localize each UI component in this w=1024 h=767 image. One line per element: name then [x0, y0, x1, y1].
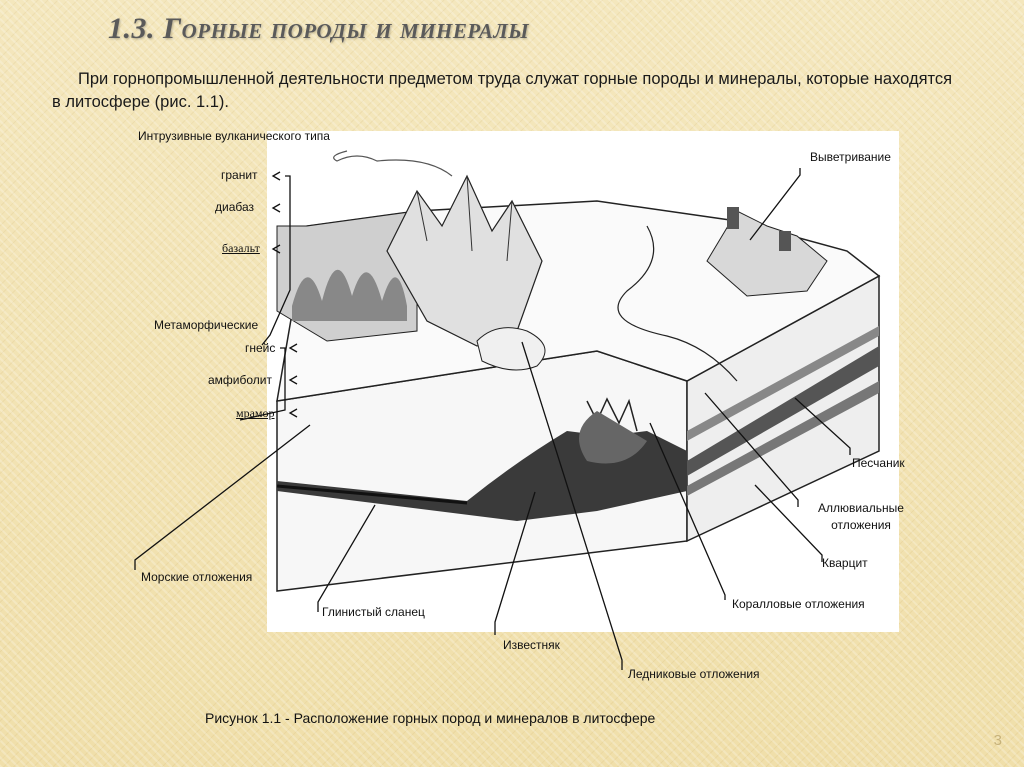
figure-caption: Рисунок 1.1 - Расположение горных пород …	[205, 710, 656, 726]
label-quartzite: Кварцит	[822, 556, 868, 570]
weathered-hills	[706, 210, 828, 297]
label-granite: гранит	[221, 168, 258, 182]
leader-coral	[649, 422, 726, 600]
arrow-gneiss	[288, 343, 298, 353]
leader-glacial	[521, 341, 623, 670]
leader-marine	[134, 424, 311, 570]
label-sandstone: Песчаник	[852, 456, 905, 470]
label-gneiss: гнейс	[245, 341, 276, 355]
label-intrusive: Интрузивные вулканического типа	[138, 128, 330, 145]
leader-limestone	[494, 491, 536, 635]
intro-paragraph: При горнопромышленной деятельности предм…	[52, 70, 953, 111]
mountain-ridges	[416, 175, 513, 262]
lithosphere-illustration	[276, 150, 881, 592]
label-amphibolite: амфиболит	[208, 373, 272, 387]
leader-alluvial	[704, 392, 799, 507]
side-band-3	[687, 326, 879, 441]
label-diabase: диабаз	[215, 200, 255, 214]
page-number: 3	[993, 732, 1002, 749]
label-coral: Коралловые отложения	[732, 597, 865, 611]
volcano-smoke	[333, 150, 453, 177]
shale-line	[276, 484, 468, 505]
label-alluvial: Аллювиальные отложения	[818, 501, 904, 532]
label-basalt: базальт	[222, 241, 260, 255]
arrow-amphibolite	[288, 375, 298, 385]
side-band-2	[687, 381, 879, 496]
arrow-diabase	[271, 203, 281, 213]
leader-weathering	[749, 168, 801, 241]
label-shale: Глинистый сланец	[322, 605, 425, 619]
leader-intrusive	[261, 175, 291, 346]
river	[617, 225, 738, 382]
slide-title: 1.3. Горные породы и минералы	[108, 12, 530, 45]
label-metamorphic: Метаморфические	[154, 318, 259, 332]
label-marble: мрамор	[236, 406, 275, 420]
label-marine: Морские отложения	[141, 570, 253, 584]
label-intrusive-text: Интрузивные вулканического типа	[138, 129, 330, 143]
weathered-rock-2	[779, 231, 791, 251]
leader-quartzite	[754, 484, 823, 562]
weathered-rock-1	[727, 207, 739, 229]
leader-sandstone	[794, 397, 851, 455]
side-band-1	[687, 346, 879, 476]
lithosphere-figure	[267, 131, 899, 632]
arrow-basalt	[271, 244, 281, 254]
arrow-granite	[271, 171, 281, 181]
label-weathering: Выветривание	[810, 150, 891, 164]
granite-intrusion	[292, 269, 407, 321]
leader-metamorphic	[239, 347, 286, 421]
leader-shale	[317, 504, 376, 612]
label-limestone: Известняк	[503, 638, 560, 652]
arrow-marble	[288, 408, 298, 418]
label-glacial: Ледниковые отложения	[628, 667, 760, 681]
coral-base	[579, 411, 647, 464]
